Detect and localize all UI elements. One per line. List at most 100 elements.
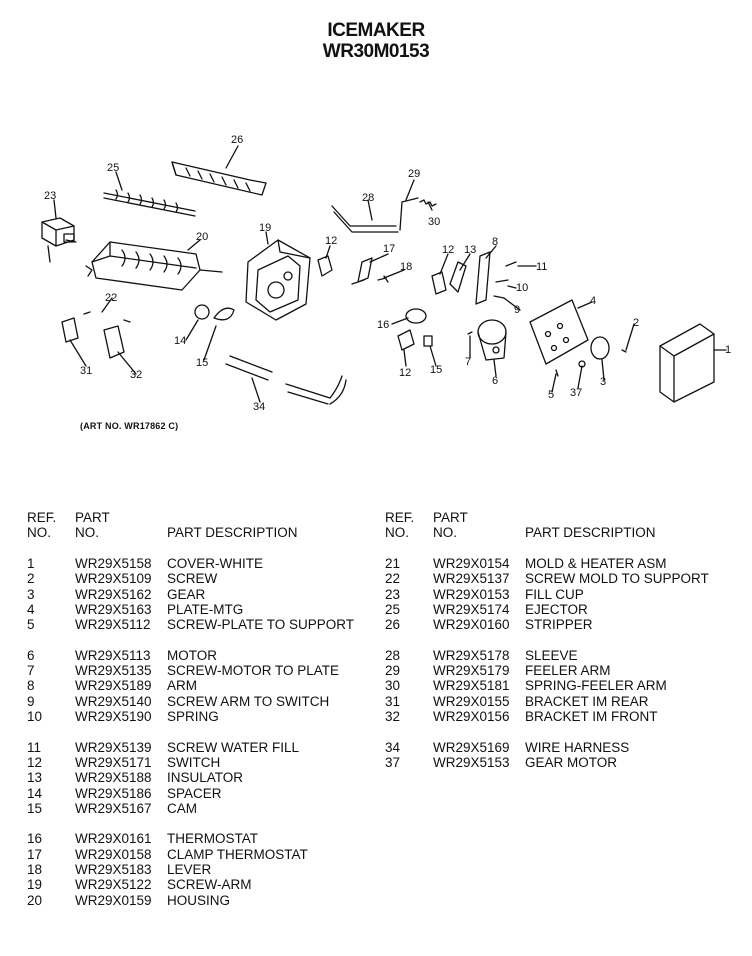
description-cell: FEELER ARM (525, 663, 611, 679)
ref-cell: 15 (27, 800, 43, 816)
callout-34: 34 (253, 401, 265, 413)
header-ref-1: REF. (385, 510, 415, 525)
callout-30: 30 (428, 216, 440, 228)
ref-cell: 20 (27, 892, 43, 908)
description-cell: ARM (167, 678, 197, 694)
callout-22: 22 (105, 292, 117, 304)
callout-21: 20 (196, 231, 208, 243)
part-number-cell: WR29X5181 (433, 678, 510, 694)
part-number-cell: WR29X5122 (75, 877, 152, 893)
thermostat-part (194, 304, 210, 320)
description-cell: LEVER (167, 862, 212, 877)
callout-20: 19 (259, 222, 271, 234)
part-number-cell: WR29X5112 (75, 617, 151, 633)
callout-15: 16 (377, 319, 389, 331)
ref-cell: 26 (385, 617, 401, 633)
description-cell: SPACER (167, 785, 222, 801)
callout-13: 13 (464, 244, 476, 256)
bracket-rear-part (61, 317, 79, 343)
ref-cell: 17 (27, 846, 43, 862)
screw-mold-part (83, 311, 131, 323)
part-number-cell: WR29X0154 (433, 556, 510, 571)
insulator-part (449, 261, 467, 293)
description-cell: FILL CUP (525, 586, 584, 602)
description-cell: STRIPPER (525, 617, 593, 633)
ref-cell: 25 (385, 601, 401, 617)
callout-23: 23 (44, 190, 56, 202)
switch-part-a (317, 255, 333, 277)
description-cell: HOUSING (167, 892, 231, 908)
gear-part (590, 336, 610, 360)
part-number-cell: WR29X0153 (433, 586, 510, 602)
table-row: 18 WR29X5183 LEVER (27, 862, 367, 877)
part-number-cell: WR29X5190 (75, 709, 152, 724)
header-ref-2: NO. (27, 525, 52, 540)
ref-cell: 2 (27, 571, 35, 587)
callout-10: 10 (516, 282, 528, 294)
part-number-cell: WR29X5113 (75, 647, 151, 663)
description-cell: EJECTOR (525, 601, 588, 617)
part-number-cell: WR29X5189 (75, 678, 152, 694)
description-cell: SCREW-ARM (167, 877, 252, 893)
part-number-cell: WR29X5171 (75, 754, 152, 770)
part-number-cell: WR29X0156 (433, 709, 510, 724)
callout-11: 11 (536, 261, 547, 273)
ref-cell: 22 (385, 571, 401, 587)
description-cell: SCREW ARM TO SWITCH (167, 693, 330, 709)
description-cell: MOTOR (167, 647, 217, 663)
part-number-cell: WR29X0155 (433, 693, 510, 709)
part-number-cell: WR29X5188 (75, 770, 152, 786)
callout-18: 17 (383, 243, 395, 255)
part-number-cell: WR29X5169 (433, 739, 510, 755)
description-cell: SCREW MOLD TO SUPPORT (525, 571, 709, 587)
header-part-1: PART (433, 510, 468, 525)
model-number: WR30M0153 (322, 41, 430, 62)
header-part-2: NO. (433, 525, 458, 540)
part-number-cell: WR29X5153 (433, 754, 510, 770)
description-cell: THERMOSTAT (167, 831, 258, 847)
callout-9: 9 (514, 304, 520, 316)
header-ref-2: NO. (385, 525, 410, 540)
header-desc: PART DESCRIPTION (525, 525, 656, 540)
callout-2: 2 (633, 317, 639, 329)
part-number-cell: WR29X5178 (433, 647, 510, 663)
callout-28: 28 (362, 192, 374, 204)
description-cell: PLATE-MTG (167, 601, 244, 617)
callout-12-a: 12 (325, 235, 337, 247)
description-cell: SCREW (167, 571, 218, 587)
header-part-1: PART (75, 510, 110, 525)
switch-part-b (431, 271, 447, 295)
spacer-part (423, 335, 433, 347)
ref-cell: 28 (385, 647, 401, 663)
ref-cell: 34 (385, 739, 401, 755)
callout-6: 6 (492, 375, 498, 387)
ref-cell: 23 (385, 586, 401, 602)
table-row: 22 WR29X5137 SCREW MOLD TO SUPPORT (385, 571, 735, 586)
callout-29: 29 (408, 168, 420, 180)
part-number-cell: WR29X5183 (75, 862, 152, 877)
ref-cell: 12 (27, 754, 43, 770)
ref-cell: 8 (27, 678, 35, 694)
part-number-cell: WR29X5179 (433, 663, 510, 679)
part-number-cell: WR29X5137 (433, 571, 510, 587)
ref-cell: 32 (385, 709, 401, 724)
callout-7: 7 (465, 356, 471, 368)
ref-cell: 18 (27, 862, 43, 877)
callout-12-c: 12 (399, 367, 411, 379)
part-number-cell: WR29X5135 (75, 663, 152, 679)
part-number-cell: WR29X0161 (75, 831, 152, 847)
callout-26: 26 (231, 134, 243, 146)
callout-5: 5 (548, 389, 554, 401)
